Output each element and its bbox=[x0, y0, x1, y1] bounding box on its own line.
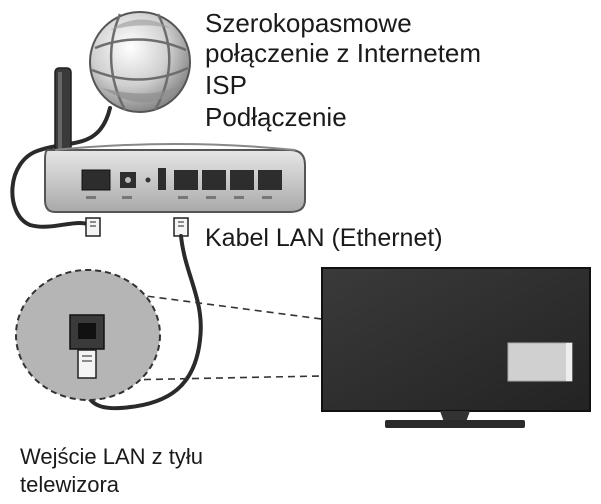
lan-cable-label: Kabel LAN (Ethernet) bbox=[205, 224, 443, 252]
router-icon bbox=[44, 143, 306, 213]
tv-input-label-line-2: telewizora bbox=[20, 472, 120, 497]
ethernet-connector-icon bbox=[85, 217, 101, 237]
isp-cable bbox=[10, 106, 112, 230]
router-reset-button bbox=[145, 177, 151, 183]
tv-rear-zoom-circle bbox=[15, 269, 161, 401]
isp-label-line-4: Podłączenie bbox=[205, 102, 347, 132]
television-icon bbox=[321, 267, 591, 428]
router-switch bbox=[158, 168, 166, 190]
ethernet-connector-icon bbox=[173, 217, 189, 237]
lan-cable bbox=[85, 234, 203, 411]
isp-label-line-1: Szerokopasmowe bbox=[205, 8, 412, 38]
router-lan-ports bbox=[174, 170, 282, 190]
isp-label-line-2: połączenie z Internetem bbox=[205, 38, 482, 68]
zoom-line-bottom bbox=[119, 371, 521, 381]
internet-globe-icon bbox=[89, 11, 191, 113]
tv-input-label-line-1: Wejście LAN z tyłu bbox=[20, 444, 203, 469]
isp-label-line-3: ISP bbox=[205, 70, 247, 100]
router-wan-port bbox=[81, 169, 111, 191]
